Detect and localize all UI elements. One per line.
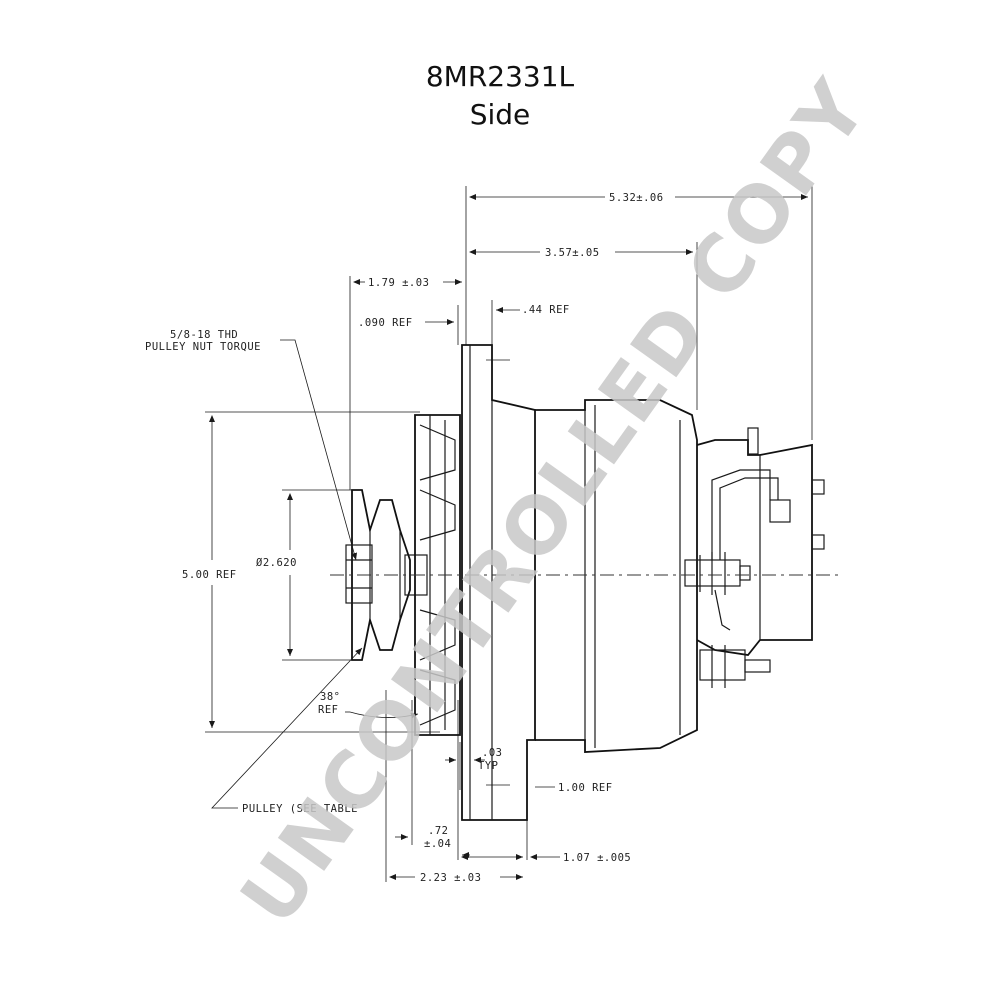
dim-hub-depth: .72 (428, 825, 448, 837)
dim-groove-angle: 38° (320, 691, 340, 703)
callout-pulley-nut-line2: PULLEY NUT TORQUE (145, 341, 261, 353)
dimension-lines (209, 194, 808, 880)
dim-flange-ref: .44 REF (522, 304, 570, 316)
dim-overall-length: 5.32±.06 (609, 192, 664, 204)
title-block: 8MR2331L Side (0, 58, 1000, 134)
dim-mount-ref: 1.00 REF (558, 782, 613, 794)
dim-wall-typ: .03 (482, 747, 502, 759)
leader-lines (211, 339, 363, 809)
alternator-body (330, 344, 840, 821)
dim-pulley-offset: 1.79 ±.03 (368, 277, 429, 289)
dim-housing-length: 3.57±.05 (545, 247, 600, 259)
callout-pulley-note: PULLEY (SEE TABLE (242, 803, 358, 815)
uncontrolled-copy-watermark: UNCONTROLLED COPY (224, 64, 885, 941)
dim-gap-ref: .090 REF (358, 317, 413, 329)
dim-wall-typ-label: TYP (478, 760, 498, 772)
callout-labels: 5/8-18 THD PULLEY NUT TORQUE PULLEY (SEE… (145, 329, 358, 815)
part-number-title: 8MR2331L (425, 60, 575, 93)
dim-pulley-diameter: Ø2.620 (256, 557, 297, 569)
dimension-labels: 5.32±.06 3.57±.05 1.79 ±.03 .090 REF .44… (182, 192, 664, 884)
dim-height-ref: 5.00 REF (182, 569, 237, 581)
dim-hub-depth-tol: ±.04 (424, 838, 451, 850)
view-label: Side (469, 98, 531, 131)
rear-end-cap (684, 427, 825, 688)
dim-pulley-to-mount: 2.23 ±.03 (420, 872, 481, 884)
dim-groove-angle-ref: REF (318, 704, 338, 716)
dim-mount-width: 1.07 ±.005 (563, 852, 631, 864)
callout-pulley-nut-line1: 5/8-18 THD (170, 329, 238, 341)
